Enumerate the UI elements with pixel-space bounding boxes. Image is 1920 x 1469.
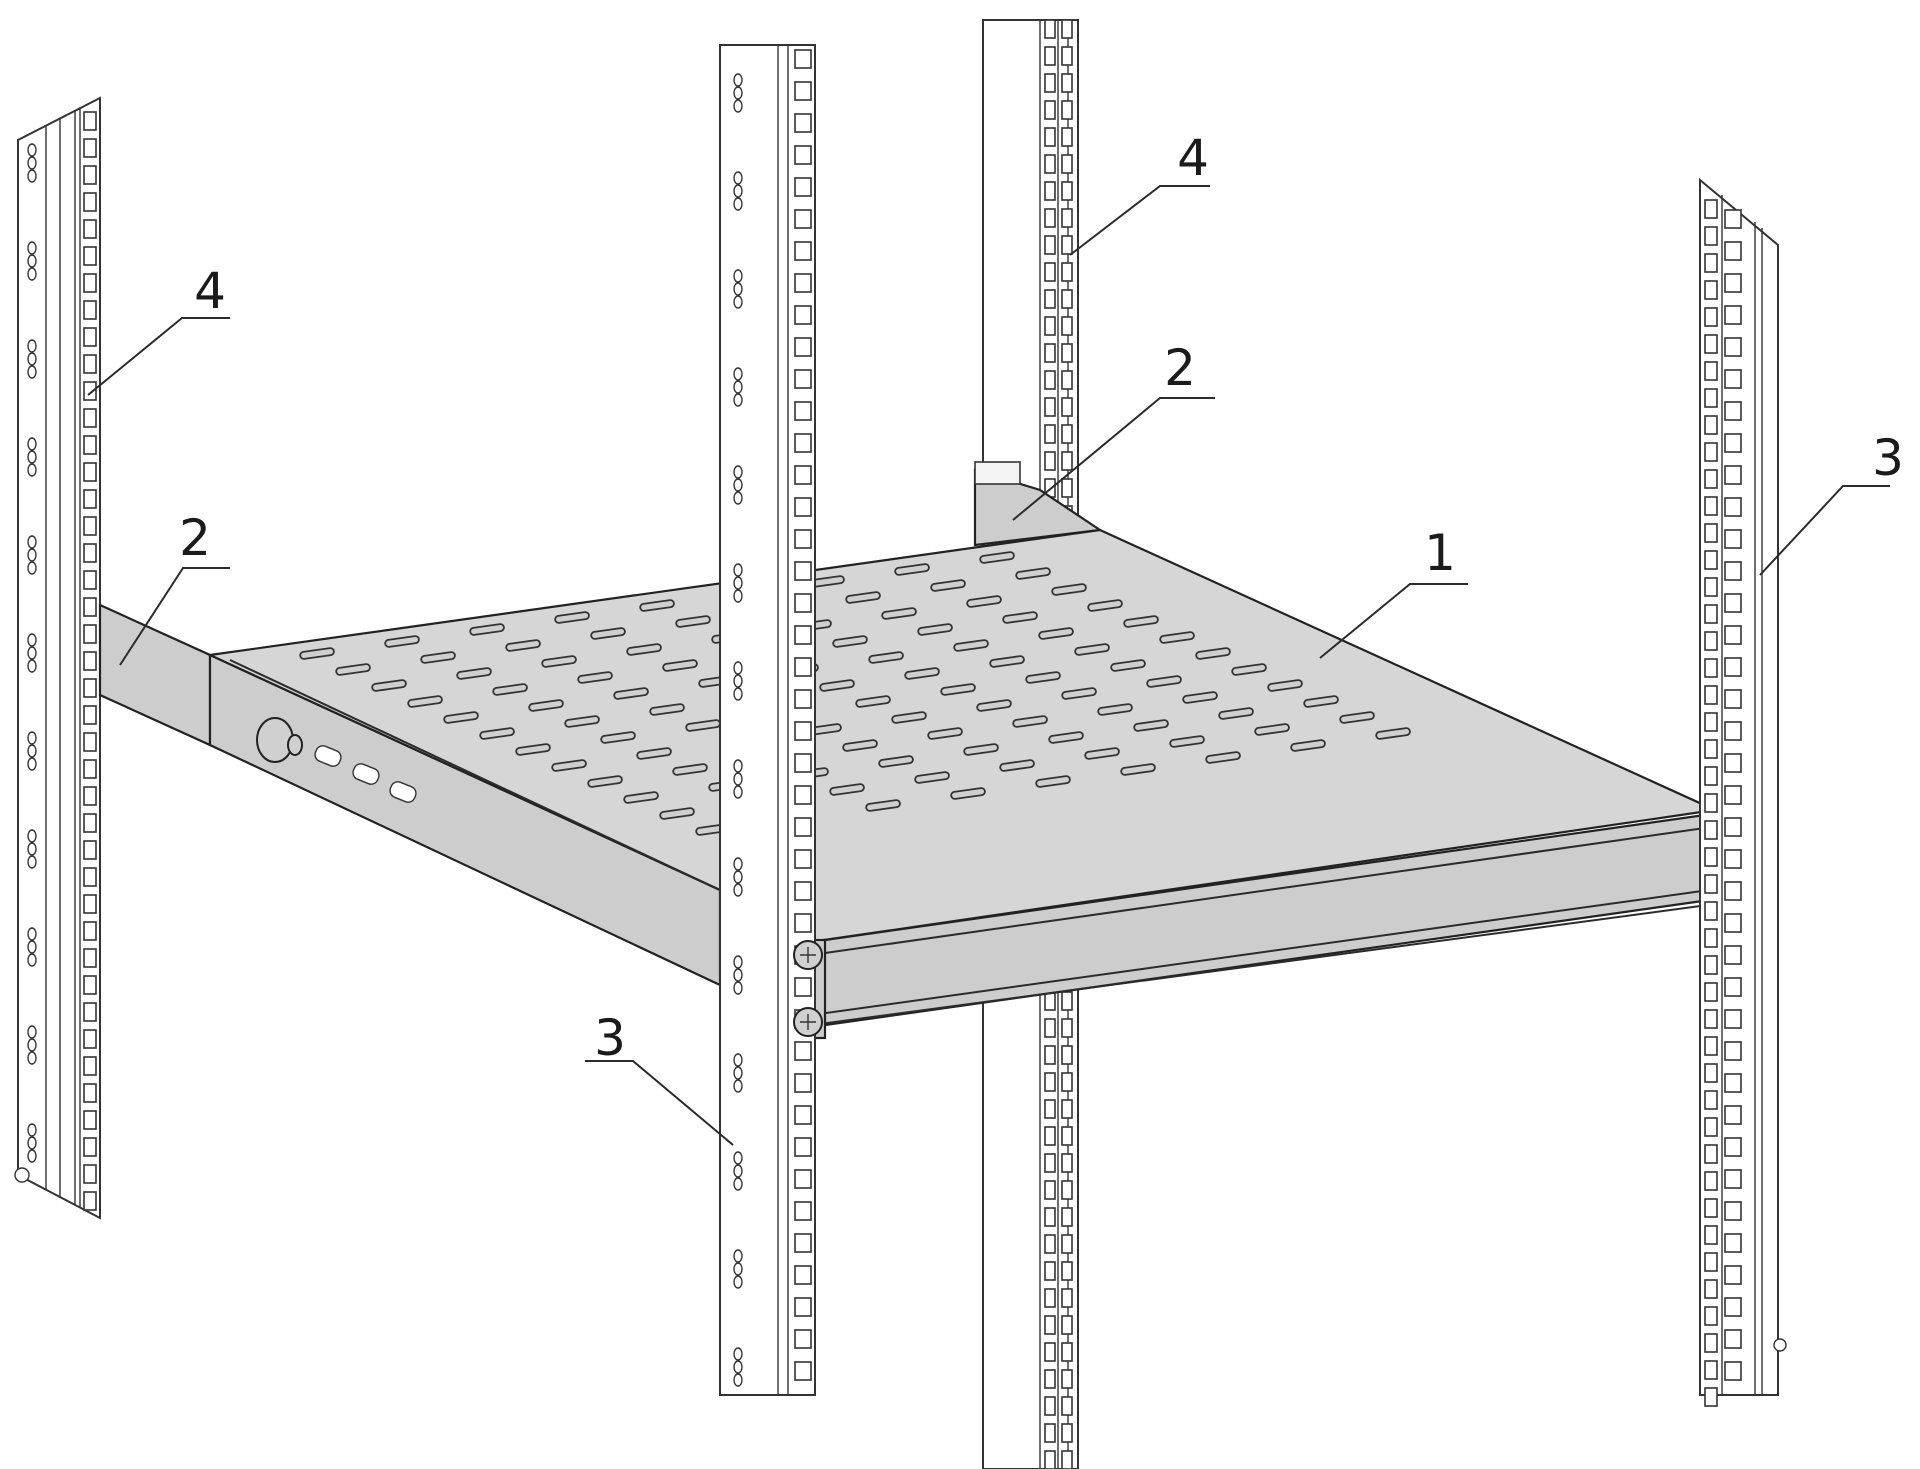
callout-label: 2 [179, 509, 211, 567]
left-bracket [98, 603, 212, 747]
callout-c2b: 2 [1012, 339, 1215, 521]
callout-label: 2 [1164, 339, 1196, 397]
callout-label: 4 [194, 262, 226, 320]
callout-label: 4 [1177, 129, 1209, 187]
shelf [98, 461, 1747, 1040]
callout-label: 3 [594, 1009, 626, 1067]
callout-c4b: 4 [1069, 129, 1210, 256]
callout-label: 1 [1424, 524, 1456, 582]
front-rail-right [1699, 177, 1787, 1407]
front-rail-center [719, 44, 816, 1396]
callout-c2a: 2 [119, 509, 230, 666]
callout-c4a: 4 [87, 262, 230, 396]
callout-c1: 1 [1319, 524, 1468, 659]
callout-c3b: 3 [1759, 429, 1904, 576]
thumb-screw-knob [256, 717, 303, 763]
callout-c3a: 3 [585, 1009, 734, 1146]
callouts: 1 2 2 3 3 4 4 [87, 129, 1904, 1146]
rear-rail-left [14, 96, 101, 1220]
callout-label: 3 [1872, 429, 1904, 487]
